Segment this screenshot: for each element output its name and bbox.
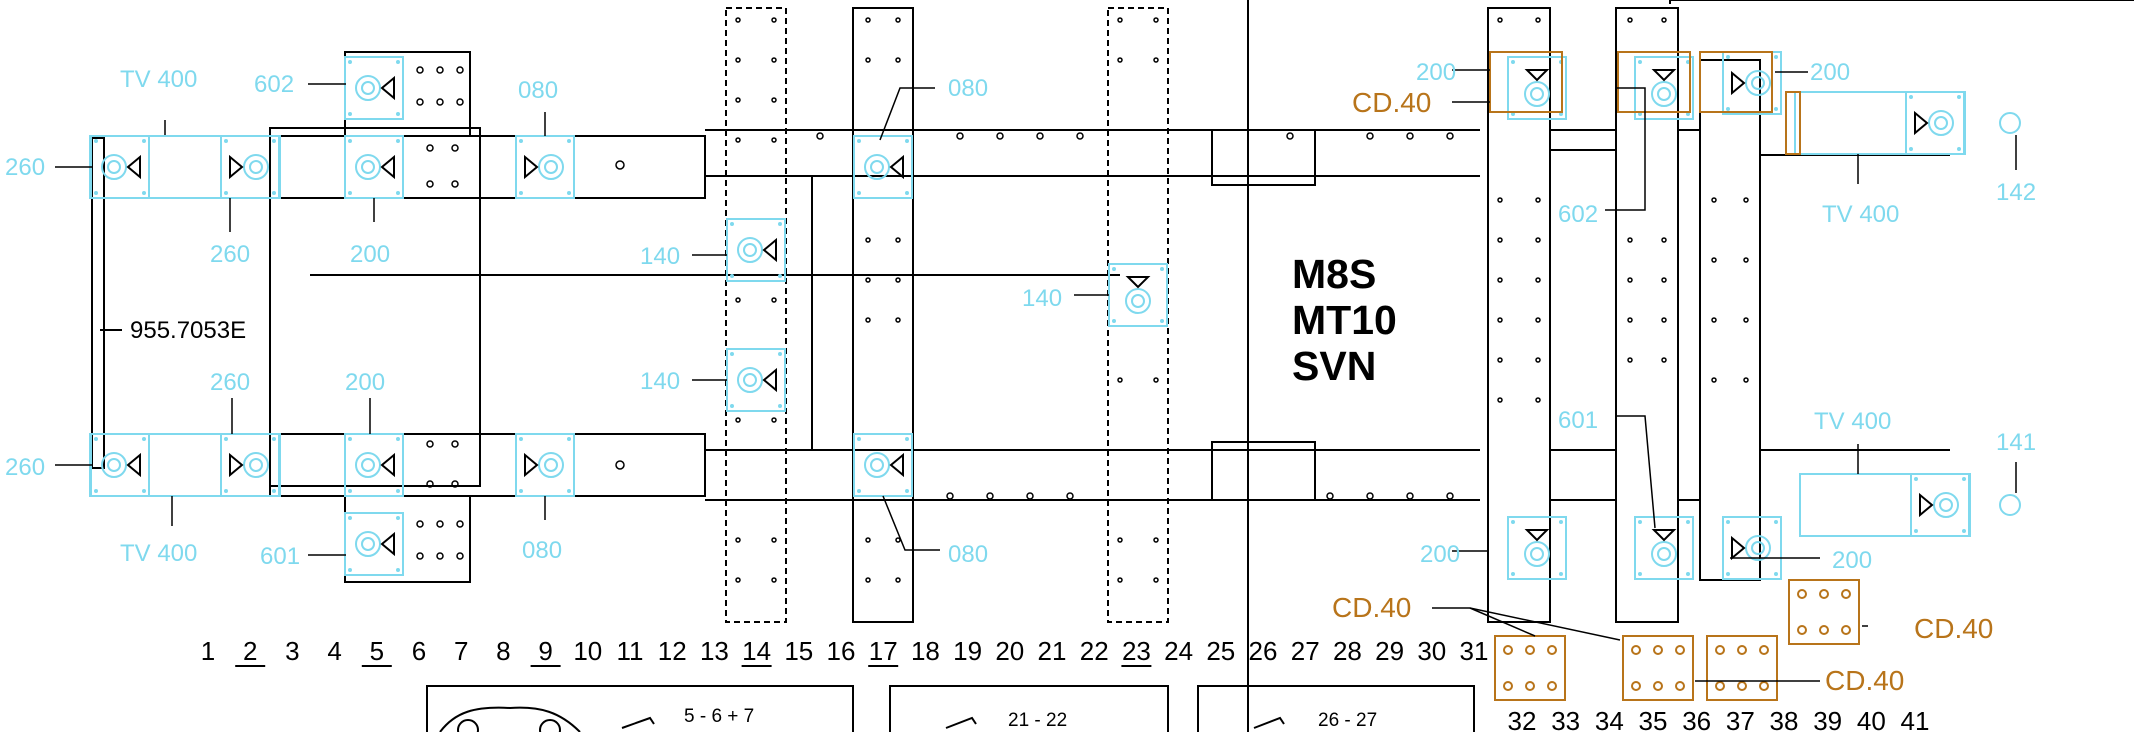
cd40-bottom-right-label: CD.40 [1825, 665, 1904, 696]
callout-260-bottom-left: 260 [5, 454, 45, 481]
leader-lines [55, 69, 2017, 682]
tv400-bottom-right-label: TV 400 [1814, 408, 1891, 435]
callout-142: 142 [1996, 179, 2036, 206]
station-number-23: 23 [1122, 636, 1151, 666]
station-number-21: 21 [1038, 636, 1067, 666]
station-number-40: 40 [1857, 706, 1886, 732]
station-number-10: 10 [573, 636, 602, 666]
callout-601-left: 601 [260, 543, 300, 570]
callout-080-bottom-center: 080 [948, 541, 988, 568]
callout-602-left: 602 [254, 71, 294, 98]
station-number-7: 7 [454, 636, 468, 666]
tv400-bottom-left-label: TV 400 [120, 540, 197, 567]
model-line-2: MT10 [1292, 297, 1397, 343]
station-number-37: 37 [1726, 706, 1755, 732]
station-number-19: 19 [953, 636, 982, 666]
station-number-18: 18 [911, 636, 940, 666]
model-line-3: SVN [1292, 343, 1376, 389]
holes [416, 17, 1749, 583]
station-number-17: 17 [869, 636, 898, 666]
station-number-15: 15 [784, 636, 813, 666]
callout-200-top-right: 200 [1416, 59, 1456, 86]
cd40-top-label: CD.40 [1352, 87, 1431, 118]
callout-200-bottom-left: 200 [345, 369, 385, 396]
legend-box-1-text: 5 - 6 + 7 [684, 706, 754, 727]
tv400-top-left-label: TV 400 [120, 66, 197, 93]
callout-140-lower: 140 [640, 368, 680, 395]
callout-140-center: 140 [1022, 285, 1062, 312]
station-number-24: 24 [1164, 636, 1193, 666]
station-number-3: 3 [285, 636, 299, 666]
station-number-30: 30 [1417, 636, 1446, 666]
station-number-22: 22 [1080, 636, 1109, 666]
station-number-4: 4 [327, 636, 341, 666]
callout-200-bottom-right: 200 [1420, 541, 1460, 568]
station-number-14: 14 [742, 636, 771, 666]
callout-080-top-center: 080 [948, 75, 988, 102]
station-number-25: 25 [1206, 636, 1235, 666]
station-number-20: 20 [995, 636, 1024, 666]
callout-602-right: 602 [1558, 201, 1598, 228]
station-number-axis-right: 32 33 34 35 36 37 38 39 40 41 [1508, 706, 1930, 732]
cd40-bottom-far-right-label: CD.40 [1914, 613, 1993, 644]
station-number-35: 35 [1639, 706, 1668, 732]
station-number-31: 31 [1460, 636, 1489, 666]
callout-200-top-left: 200 [350, 241, 390, 268]
text-labels: TV 400 260 260 200 602 080 955.7053E 260… [5, 59, 2036, 696]
callout-260-top-left: 260 [5, 154, 45, 181]
legend-box-3-text: 26 - 27 [1318, 710, 1377, 731]
callout-601-right: 601 [1558, 407, 1598, 434]
station-number-27: 27 [1291, 636, 1320, 666]
station-number-13: 13 [700, 636, 729, 666]
station-number-28: 28 [1333, 636, 1362, 666]
station-number-12: 12 [658, 636, 687, 666]
station-number-1: 1 [201, 636, 215, 666]
cd40-bottom-left-label: CD.40 [1332, 592, 1411, 623]
cyan-fixtures [89, 51, 2021, 580]
callout-200-bottom-far-right: 200 [1832, 547, 1872, 574]
station-number-39: 39 [1813, 706, 1842, 732]
part-number-label: 955.7053E [130, 317, 246, 344]
tv400-top-right-label: TV 400 [1822, 201, 1899, 228]
station-number-33: 33 [1551, 706, 1580, 732]
station-number-6: 6 [412, 636, 426, 666]
station-number-8: 8 [496, 636, 510, 666]
brown-fixtures [1489, 51, 1860, 701]
legend-box-2-text: 21 - 22 [1008, 710, 1067, 731]
bottom-legend-boxes [426, 685, 1475, 732]
callout-260-bottom-inner: 260 [210, 369, 250, 396]
callout-080-bottom-left: 080 [522, 537, 562, 564]
station-number-38: 38 [1770, 706, 1799, 732]
station-number-34: 34 [1595, 706, 1624, 732]
callout-260-top-inner: 260 [210, 241, 250, 268]
callout-141: 141 [1996, 429, 2036, 456]
callout-080-top-left: 080 [518, 77, 558, 104]
callout-140-upper: 140 [640, 243, 680, 270]
dashed-beams [725, 7, 1169, 623]
station-number-36: 36 [1682, 706, 1711, 732]
station-number-9: 9 [538, 636, 552, 666]
station-number-5: 5 [370, 636, 384, 666]
callout-200-top-far-right: 200 [1810, 59, 1850, 86]
frame-structure [91, 0, 2134, 732]
model-line-1: M8S [1292, 251, 1376, 297]
station-number-32: 32 [1508, 706, 1537, 732]
station-number-26: 26 [1249, 636, 1278, 666]
station-number-11: 11 [617, 636, 644, 666]
station-number-16: 16 [827, 636, 856, 666]
station-number-41: 41 [1901, 706, 1930, 732]
station-number-29: 29 [1375, 636, 1404, 666]
station-number-2: 2 [243, 636, 257, 666]
